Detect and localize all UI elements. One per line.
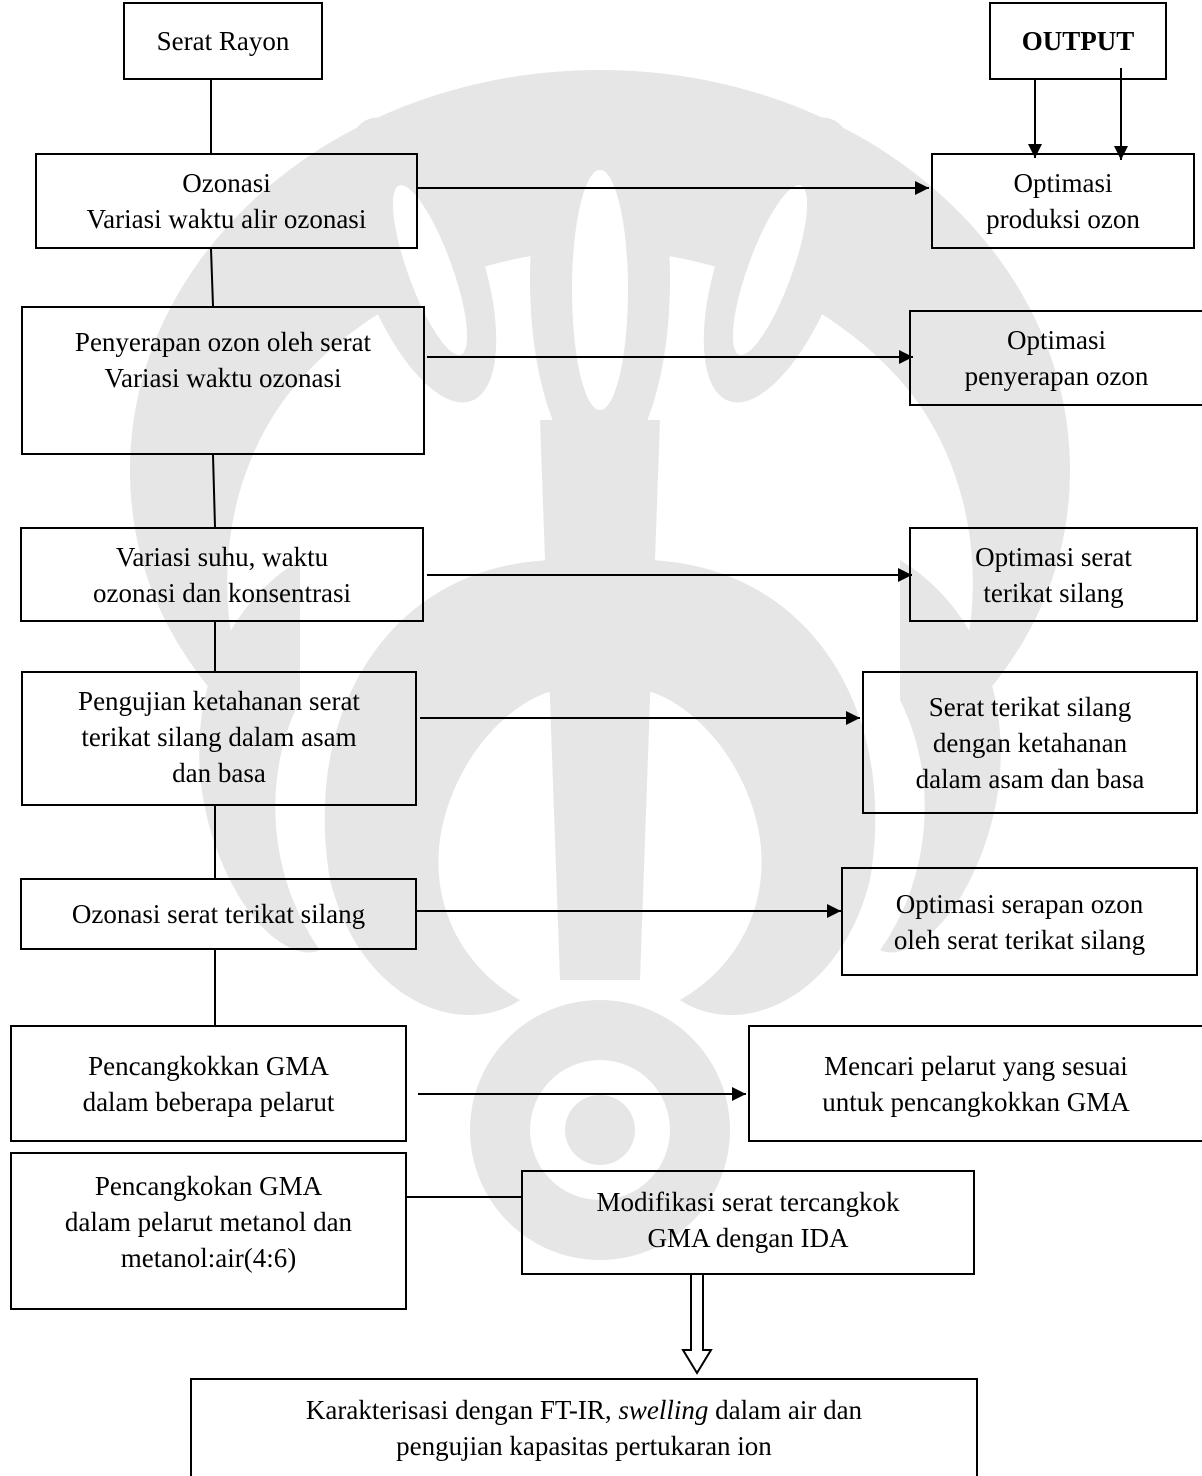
output-line: Serat terikat silang (928, 691, 1132, 722)
step-line: Variasi suhu, waktu (115, 541, 329, 572)
start-box: Serat Rayon (123, 2, 323, 80)
start-label: Serat Rayon (156, 26, 290, 56)
output-line: untuk pencangkokkan GMA (822, 1086, 1130, 1117)
characterization-line-2: pengujian kapasitas pertukaran ion (396, 1431, 772, 1461)
step-line: dan basa (172, 758, 266, 788)
step-ozonasi-serat-box: Ozonasi serat terikat silang (20, 878, 417, 950)
characterization-text: dalam air dan (708, 1395, 863, 1425)
output-line: Optimasi serapan ozon (895, 888, 1144, 919)
output-line: Optimasi (1013, 168, 1113, 198)
step-line: Ozonasi serat terikat silang (71, 899, 366, 929)
step-line: terikat silang dalam asam (81, 722, 357, 752)
characterization-line-1: Karakterisasi dengan FT-IR, swelling dal… (306, 1392, 862, 1428)
step-line: ozonasi dan konsentrasi (93, 577, 351, 608)
output-line: oleh serat terikat silang (893, 924, 1146, 955)
output-box-mencari-pelarut: Mencari pelarut yang sesuai untuk pencan… (748, 1025, 1202, 1142)
output-box-serapan-ozon: Optimasi serapan ozon oleh serat terikat… (841, 867, 1198, 976)
output-box-serat-terikat-silang: Optimasi serat terikat silang (909, 527, 1198, 622)
step-pencangkokan-metanol-box: Pencangkokan GMA dalam pelarut metanol d… (10, 1152, 407, 1310)
step-line: dalam beberapa pelarut (82, 1086, 335, 1117)
step-line: Penyerapan ozon oleh serat (74, 327, 372, 357)
output-line: terikat silang (983, 577, 1124, 608)
modification-box: Modifikasi serat tercangkok GMA dengan I… (521, 1170, 975, 1275)
output-line: Optimasi (1007, 325, 1106, 355)
connector-step2-step3 (212, 454, 216, 528)
step-penyerapan-box: Penyerapan ozon oleh serat Variasi waktu… (21, 306, 425, 455)
step-ozonasi-box: Ozonasi Variasi waktu alir ozonasi (35, 153, 418, 249)
step-line: Pencangkokkan GMA (88, 1050, 329, 1081)
characterization-text: Karakterisasi dengan FT-IR, (305, 1395, 619, 1425)
step-line: Variasi waktu ozonasi (104, 363, 342, 393)
output-line: dalam asam dan basa (915, 763, 1145, 794)
characterization-italic-text: swelling (618, 1395, 709, 1425)
output-line: Optimasi serat (975, 541, 1132, 572)
step-line: Pencangkokan GMA (94, 1171, 323, 1201)
step-line: dalam pelarut metanol dan (64, 1207, 353, 1237)
step-pencangkokkan-box: Pencangkokkan GMA dalam beberapa pelarut (10, 1025, 407, 1142)
step-variasi-suhu-box: Variasi suhu, waktu ozonasi dan konsentr… (20, 527, 424, 622)
connector-step1-step2 (210, 248, 214, 307)
step-line: metanol:air(4:6) (120, 1243, 297, 1273)
step-pengujian-box: Pengujian ketahanan serat terikat silang… (21, 671, 417, 806)
output-line: Mencari pelarut yang sesuai (824, 1050, 1128, 1081)
step-line: Ozonasi (182, 168, 271, 198)
output-line: dengan ketahanan (932, 727, 1128, 758)
hollow-arrow-down (681, 1275, 713, 1375)
characterization-box: Karakterisasi dengan FT-IR, swelling dal… (190, 1378, 978, 1476)
step-line: Variasi waktu alir ozonasi (86, 204, 367, 234)
step-line: Pengujian ketahanan serat (78, 686, 360, 716)
modification-line: GMA dengan IDA (647, 1223, 849, 1253)
output-line: produksi ozon (986, 204, 1140, 234)
output-box-penyerapan-ozon: Optimasi penyerapan ozon (909, 310, 1202, 406)
output-line: penyerapan ozon (964, 361, 1149, 391)
output-box-produksi-ozon: Optimasi produksi ozon (931, 153, 1195, 249)
modification-line: Modifikasi serat tercangkok (596, 1187, 900, 1217)
output-header-label: OUTPUT (1021, 26, 1135, 56)
output-box-ketahanan: Serat terikat silang dengan ketahanan da… (862, 671, 1198, 814)
output-header-box: OUTPUT (989, 2, 1167, 80)
